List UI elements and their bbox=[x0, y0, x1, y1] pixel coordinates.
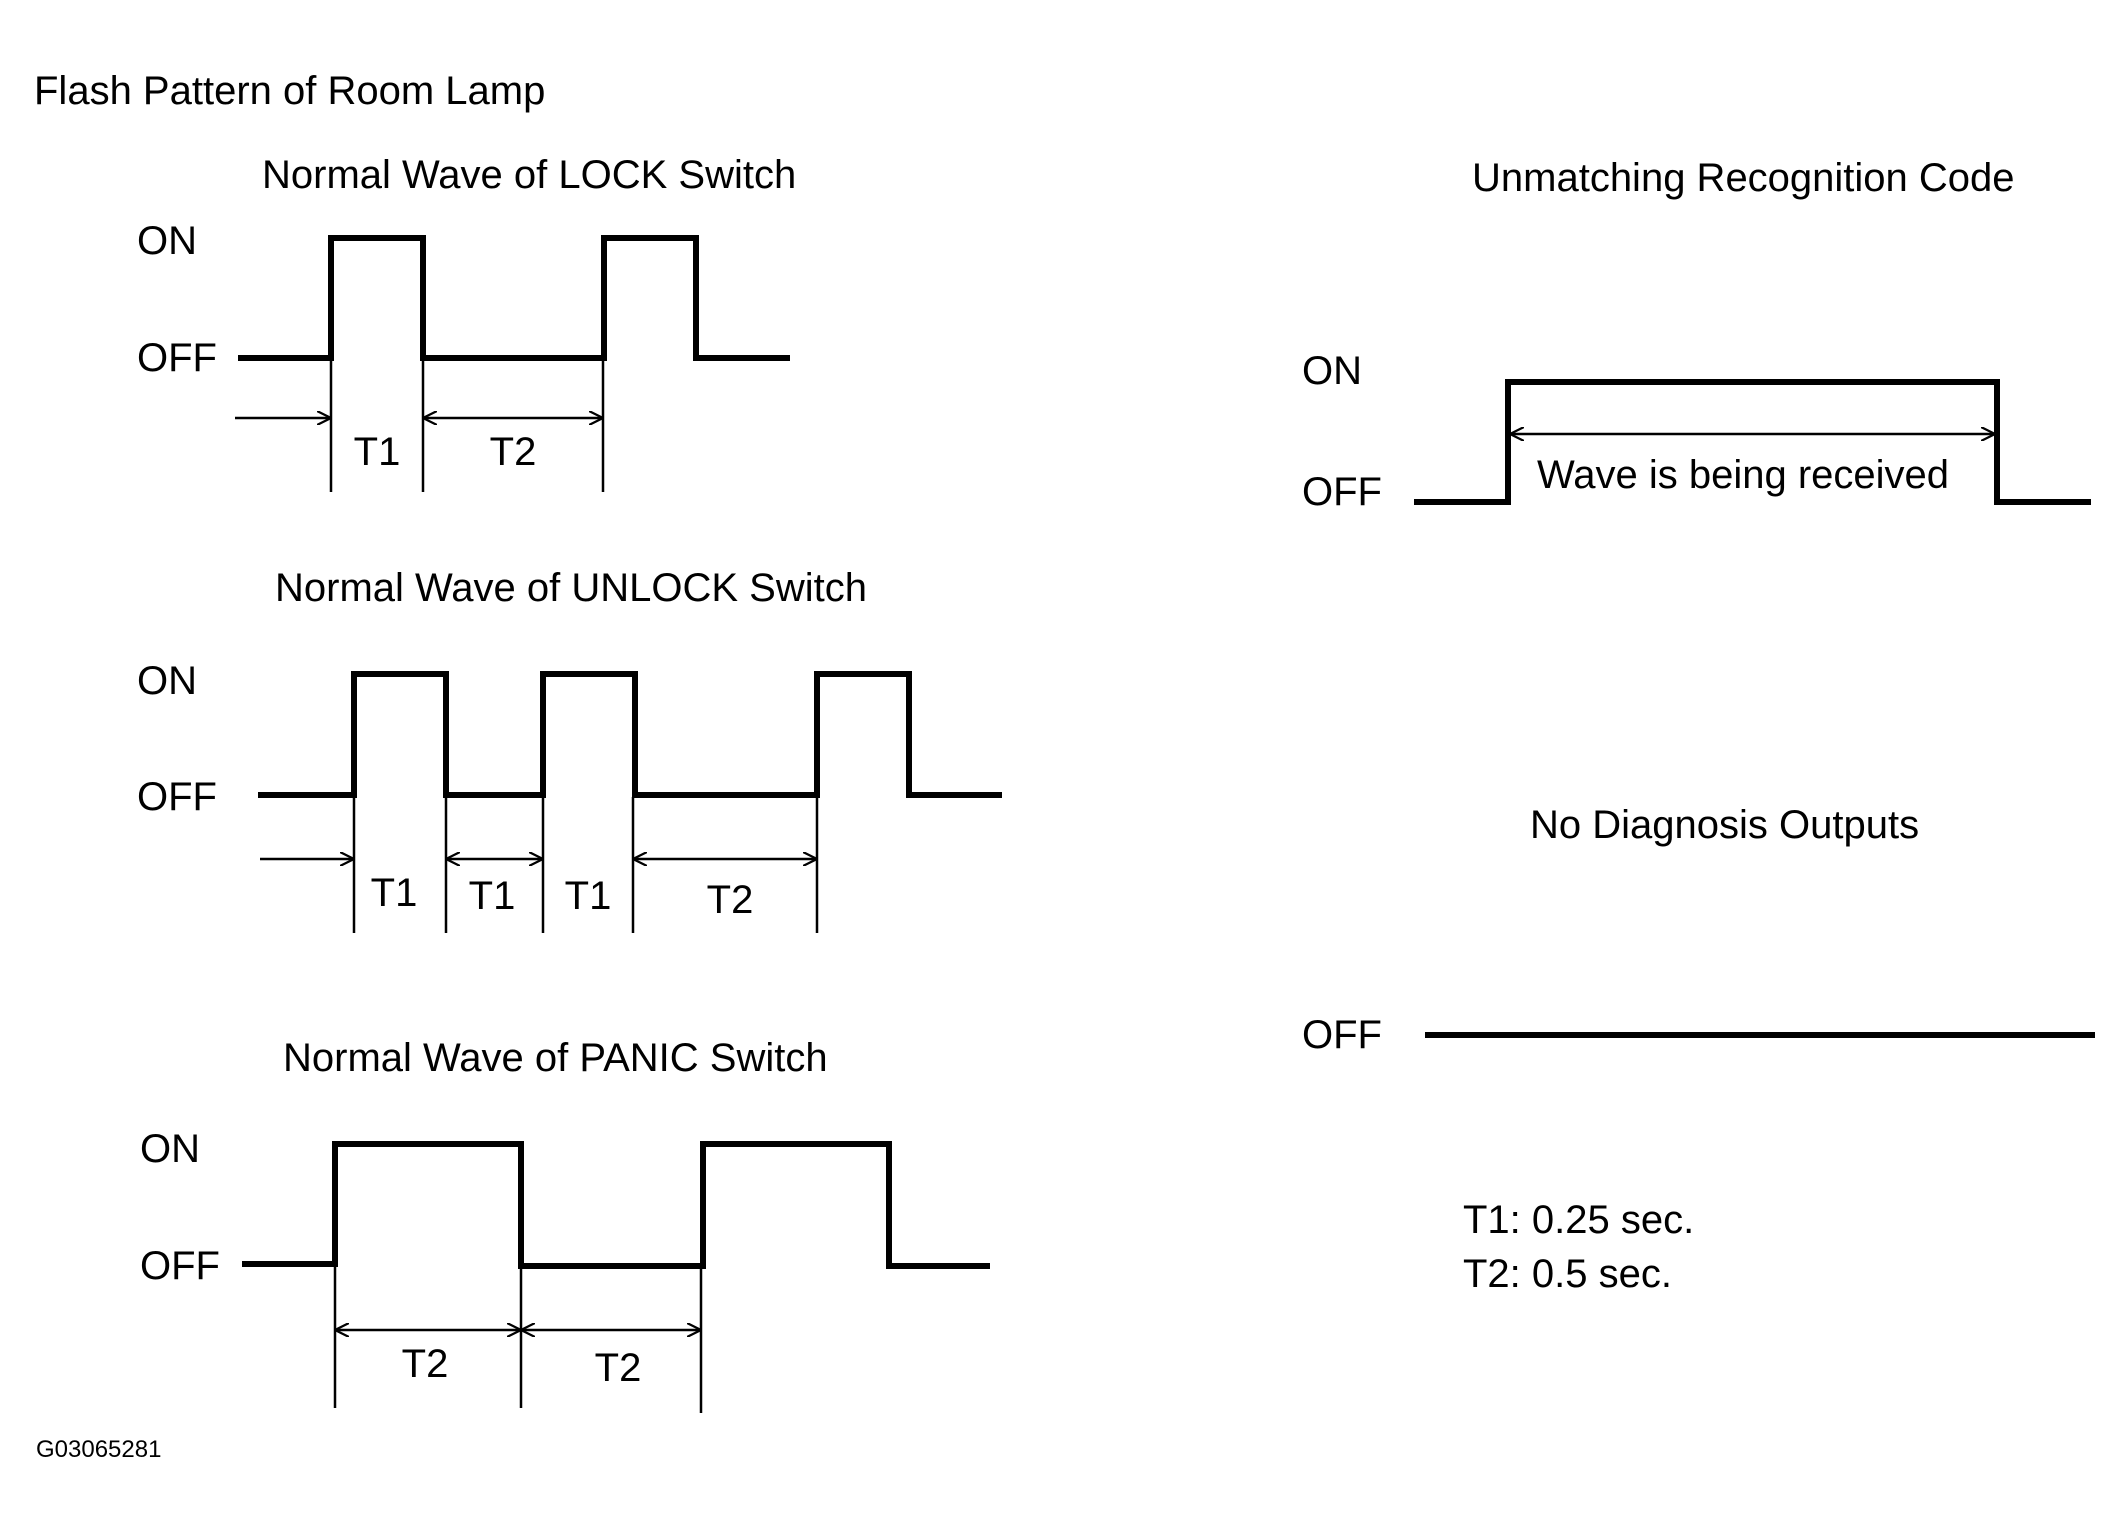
lock-waveform bbox=[238, 235, 790, 361]
unmatching-panel: Unmatching Recognition Code ON OFF Wave … bbox=[1302, 156, 2091, 514]
no-diagnosis-off-label: OFF bbox=[1302, 1013, 1382, 1057]
unmatching-title: Unmatching Recognition Code bbox=[1472, 156, 2015, 200]
unlock-pulse-label: T1 bbox=[469, 874, 516, 918]
lock-pulse-label: T2 bbox=[490, 430, 537, 474]
unmatching-off-label: OFF bbox=[1302, 470, 1382, 514]
unlock-panel: Normal Wave of UNLOCK Switch ON OFF T1 T… bbox=[137, 566, 1002, 933]
timing-legend: T1: 0.25 sec. T2: 0.5 sec. bbox=[1463, 1198, 1694, 1296]
unlock-on-label: ON bbox=[137, 659, 197, 703]
figure-id: G03065281 bbox=[36, 1436, 161, 1463]
page-title: Flash Pattern of Room Lamp bbox=[34, 69, 545, 113]
unlock-off-label: OFF bbox=[137, 775, 217, 819]
lock-pulse-label: T1 bbox=[354, 430, 401, 474]
legend-t2: T2: 0.5 sec. bbox=[1463, 1252, 1672, 1296]
unlock-pulse-label: T1 bbox=[565, 874, 612, 918]
unmatching-span-label: Wave is being received bbox=[1537, 453, 1949, 497]
no-diagnosis-panel: No Diagnosis Outputs OFF bbox=[1302, 803, 2095, 1057]
lock-off-label: OFF bbox=[137, 336, 217, 380]
panic-on-label: ON bbox=[140, 1127, 200, 1171]
unmatching-on-label: ON bbox=[1302, 349, 1362, 393]
panic-pulse-label: T2 bbox=[595, 1346, 642, 1390]
lock-panel: Normal Wave of LOCK Switch ON OFF T1 T2 bbox=[137, 153, 796, 492]
lock-on-label: ON bbox=[137, 219, 197, 263]
panic-title: Normal Wave of PANIC Switch bbox=[283, 1036, 828, 1080]
unlock-pulse-label: T2 bbox=[707, 878, 754, 922]
no-diagnosis-title: No Diagnosis Outputs bbox=[1530, 803, 1919, 847]
unlock-pulse-label: T1 bbox=[371, 871, 418, 915]
panic-pulse-label: T2 bbox=[402, 1342, 449, 1386]
legend-t1: T1: 0.25 sec. bbox=[1463, 1198, 1694, 1242]
panic-panel: Normal Wave of PANIC Switch ON OFF T2 T2 bbox=[140, 1036, 990, 1413]
unmatching-waveform bbox=[1414, 379, 2091, 505]
unlock-title: Normal Wave of UNLOCK Switch bbox=[275, 566, 867, 610]
panic-waveform bbox=[242, 1141, 990, 1269]
lock-title: Normal Wave of LOCK Switch bbox=[262, 153, 796, 197]
unlock-waveform bbox=[258, 671, 1002, 798]
panic-off-label: OFF bbox=[140, 1244, 220, 1288]
